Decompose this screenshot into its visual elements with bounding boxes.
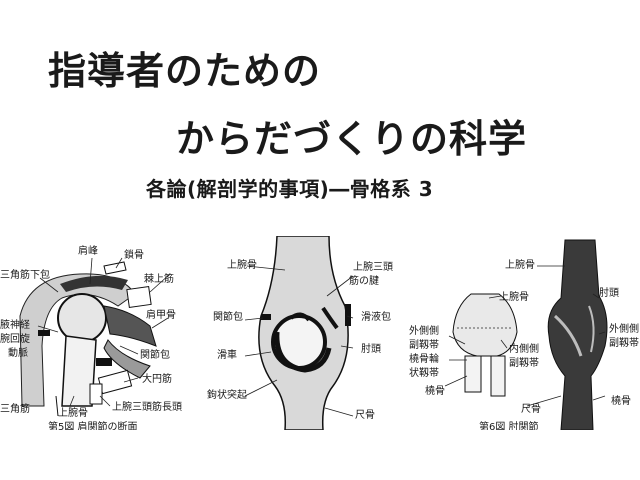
elbow-front-label-toukotsu: 橈骨 bbox=[425, 385, 445, 397]
elbow-front-label-jouwankotsu1: 上腕骨 bbox=[505, 258, 535, 271]
elbow-side-label-shakkotsu: 尺骨 bbox=[355, 409, 375, 421]
elbow-side-label-kansetsuhou: 関節包 bbox=[213, 310, 243, 323]
shoulder-diagram: 肩峰 鎖骨 三角筋下包 棘上筋 肩甲骨 腋神経 腕回旋 動脈 関節包 大円筋 三… bbox=[0, 236, 200, 433]
shoulder-label-choutou: 上腕三頭筋長頭 bbox=[112, 400, 182, 413]
shoulder-label-kansetsuhou: 関節包 bbox=[140, 348, 170, 361]
shoulder-figure: 肩峰 鎖骨 三角筋下包 棘上筋 肩甲骨 腋神経 腕回旋 動脈 関節包 大円筋 三… bbox=[0, 236, 200, 433]
elbow-side-figure: 上腕骨 上腕三頭 筋の腱 関節包 滑液包 滑車 肘頭 鉤状突起 尺骨 bbox=[205, 235, 405, 431]
shoulder-label-sankakukinkahou: 三角筋下包 bbox=[0, 268, 50, 281]
elbow-side-label-kassha: 滑車 bbox=[217, 348, 237, 361]
elbow-front-label-fukujin2: 副靱帯 bbox=[509, 356, 539, 369]
shoulder-caption: 第5図 肩関節の断面 bbox=[48, 420, 138, 430]
elbow-side-label-chuutou: 肘頭 bbox=[361, 342, 381, 355]
elbow-front-label-chuutou: 肘頭 bbox=[599, 286, 619, 299]
elbow-front-label-toukotsurin: 橈骨輪 bbox=[409, 352, 439, 365]
shoulder-label-shinkei: 腋神経 bbox=[0, 318, 30, 331]
elbow-front-label-gaisoku2: 外側側 bbox=[609, 322, 639, 335]
subtitle: 各論(解剖学的事項)―骨格系 3 bbox=[146, 177, 434, 201]
elbow-front-label-fukujin3: 副靱帯 bbox=[609, 336, 639, 349]
elbow-front-label-joujintai: 状靱帯 bbox=[409, 366, 439, 379]
title-line-2: からだづくりの科学 bbox=[176, 117, 528, 161]
elbow-front-label-toukotsu2: 橈骨 bbox=[611, 395, 631, 407]
elbow-front-label-shakkotsu: 尺骨 bbox=[521, 403, 541, 415]
shoulder-label-jouwankotsu: 上腕骨 bbox=[58, 406, 88, 419]
elbow-side-diagram: 上腕骨 上腕三頭 筋の腱 関節包 滑液包 滑車 肘頭 鉤状突起 尺骨 bbox=[205, 235, 405, 431]
shoulder-label-sankakukin: 三角筋 bbox=[0, 402, 30, 415]
elbow-front-figure: 上腕骨 上腕骨 肘頭 外側側 副靱帯 橈骨輪 状靱帯 内側側 副靱帯 橈骨 尺骨… bbox=[405, 236, 640, 433]
elbow-front-diagram: 上腕骨 上腕骨 肘頭 外側側 副靱帯 橈骨輪 状靱帯 内側側 副靱帯 橈骨 尺骨… bbox=[405, 236, 640, 433]
shoulder-label-daienkin: 大円筋 bbox=[142, 372, 172, 385]
shoulder-label-sakotsu: 鎖骨 bbox=[124, 248, 144, 261]
elbow-front-label-fukujin: 副靱帯 bbox=[409, 338, 439, 351]
elbow-side-label-ken: 筋の腱 bbox=[349, 274, 379, 287]
elbow-side-label-jouwankotsu: 上腕骨 bbox=[227, 258, 257, 271]
elbow-side-label-kassekihou: 滑液包 bbox=[361, 310, 391, 323]
elbow-front-label-gaisoku: 外側側 bbox=[409, 324, 439, 337]
shoulder-label-doumyaku: 動脈 bbox=[8, 346, 28, 359]
elbow-side-label-koujou: 鉤状突起 bbox=[207, 388, 247, 401]
shoulder-label-kenpo: 肩峰 bbox=[78, 244, 98, 257]
shoulder-label-kaisen: 腕回旋 bbox=[0, 332, 30, 345]
elbow-side-label-santou: 上腕三頭 bbox=[353, 260, 393, 273]
elbow-front-label-jouwankotsu2: 上腕骨 bbox=[499, 290, 529, 303]
shoulder-label-kenkoukotsu: 肩甲骨 bbox=[146, 308, 176, 321]
elbow-front-label-naisoku: 内側側 bbox=[509, 342, 539, 355]
elbow-front-caption: 第6図 肘関節 bbox=[479, 420, 539, 430]
shoulder-label-kyokujoukin: 棘上筋 bbox=[144, 272, 174, 285]
title-line-1: 指導者のための bbox=[48, 49, 322, 93]
